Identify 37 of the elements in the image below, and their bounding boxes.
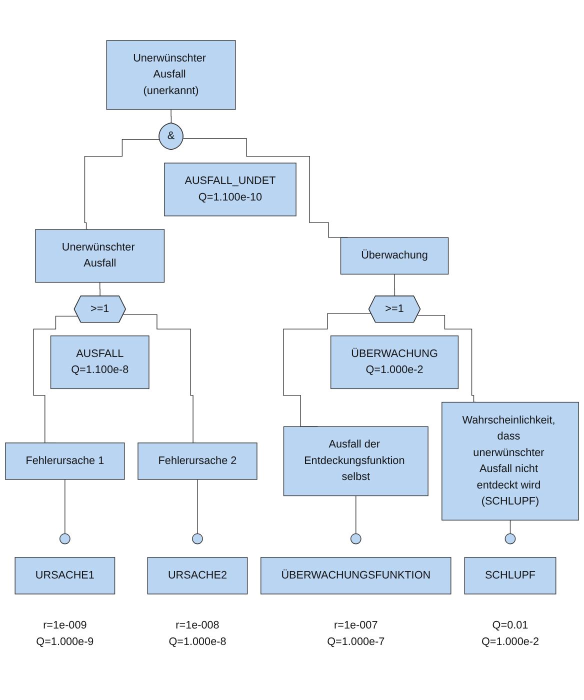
node-box: ÜBERWACHUNGSFUNKTION [260, 556, 452, 594]
node-box: Ausfall der Entdeckungsfunktion selbst [283, 426, 428, 496]
node-box: ÜBERWACHUNG Q=1.000e-2 [330, 335, 459, 389]
node-box: Unerwünschter Ausfall (unerkannt) [106, 40, 236, 110]
node-box: Wahrscheinlichkeit, dass unerwünschter Ausfall nicht entdeckt wird (SCHLUPF) [442, 401, 579, 520]
node-box: AUSFALL Q=1.100e-8 [50, 335, 150, 389]
node-label: r=1e-008 [176, 619, 220, 631]
node-box: AUSFALL_UNDET Q=1.100e-10 [164, 162, 296, 216]
connector [100, 282, 101, 296]
node-circle [504, 532, 516, 544]
node-label: r=1e-007 [334, 619, 378, 631]
connector [510, 519, 511, 534]
node-circle [60, 532, 70, 544]
node-label: Q=1.000e-9 [36, 636, 94, 648]
node-box: URSACHE1 [14, 556, 116, 594]
connector [394, 273, 396, 296]
connector [123, 314, 196, 443]
node-label: Q=1.000e-8 [168, 636, 226, 648]
node-label: Q=0.01 [492, 619, 528, 631]
node-circle [192, 532, 203, 544]
node-box: URSACHE2 [147, 556, 248, 594]
connector [33, 315, 78, 443]
node-box: Fehlerursache 2 [138, 442, 258, 480]
connector [283, 312, 372, 427]
connector [84, 138, 160, 230]
node-label: Q=1.000e-7 [327, 636, 385, 648]
connector [64, 478, 66, 534]
node-box: Überwachung [340, 236, 449, 274]
node-label: r=1e-009 [43, 619, 87, 631]
node-box: Fehlerursache 1 [5, 442, 125, 480]
connector [170, 108, 172, 124]
connector [197, 478, 198, 534]
node-label: Q=1.000e-2 [481, 636, 540, 648]
node-box: Unerwünschter Ausfall [35, 228, 165, 282]
connector [417, 314, 476, 402]
node-box: SCHLUPF [464, 556, 556, 594]
node-circle [350, 532, 362, 544]
